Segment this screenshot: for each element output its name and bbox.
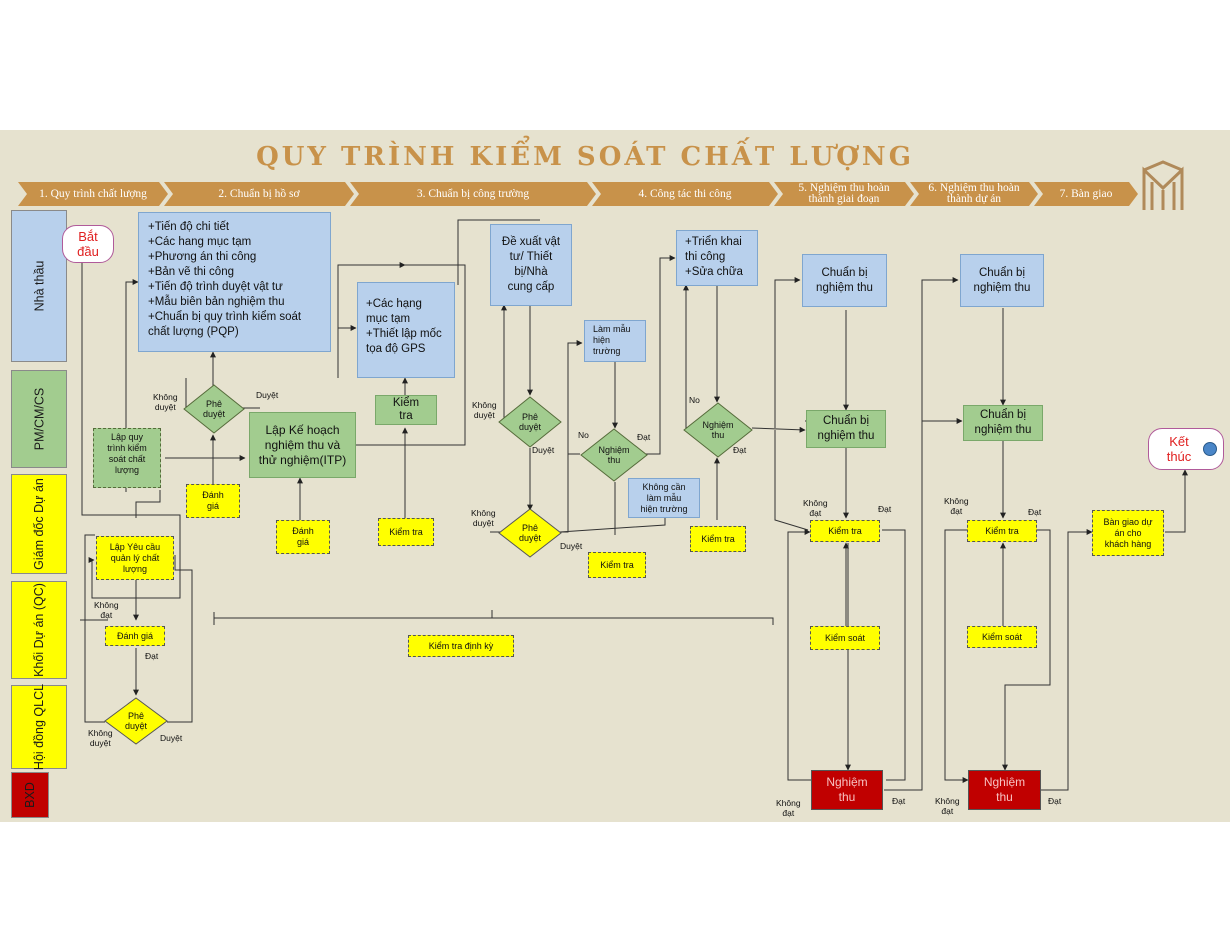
stage-label: 2. Chuẩn bị hồ sơ xyxy=(218,187,300,200)
lane-quality-council: Hội đồng QLCL xyxy=(11,683,67,771)
lane-label: BXD xyxy=(22,782,37,808)
label-khong-dat-5a: Không đạt xyxy=(803,498,828,518)
qc-requirement-box: Lập Yêu cầu quản lý chất lượng xyxy=(96,536,174,580)
end-dot-icon xyxy=(1203,442,1217,456)
label-duyet-hd: Duyệt xyxy=(160,733,183,743)
label-dat-qc: Đạt xyxy=(145,651,159,661)
lane-label: Hội đồng QLCL xyxy=(32,683,47,771)
check-box-4: Kiểm tra xyxy=(810,520,880,542)
approval-diamond-2-label: Phê duyệt xyxy=(124,711,148,731)
acceptance-diamond-1-label: Nghiệm thu xyxy=(598,445,630,465)
acceptance-diamond-2 xyxy=(683,402,753,458)
stage-2: 2. Chuẩn bị hồ sơ xyxy=(164,182,354,206)
no-field-sample-box: Không cần làm mẫu hiện trường xyxy=(628,478,700,518)
stage-label: 1. Quy trình chất lượng xyxy=(39,187,147,200)
lane-contractor: Nhà thầu xyxy=(11,210,67,362)
stage-6: 6. Nghiệm thu hoàn thành dự án xyxy=(910,182,1038,206)
qc-procedure-box: Lập quy trình kiểm soát chất lượng xyxy=(93,428,161,488)
label-dat-1: Đạt xyxy=(637,432,651,442)
lane-project-director: Giám đốc Dự án xyxy=(11,474,67,574)
stage-7: 7. Bàn giao xyxy=(1034,182,1138,206)
qc-evaluate-box: Đánh giá xyxy=(105,626,165,646)
start-node: Bắt đầu xyxy=(62,225,114,263)
label-khong-duyet-3: Không duyệt xyxy=(471,508,496,528)
stage-acceptance-prep-box: Chuẩn bị nghiệm thu xyxy=(802,254,887,307)
lane-pm: PM/CM/CS xyxy=(11,370,67,468)
stage-5: 5. Nghiệm thu hoàn thành giai đoạn xyxy=(774,182,914,206)
label-khong-dat-qc: Không đạt xyxy=(94,600,119,620)
lane-label: PM/CM/CS xyxy=(32,387,46,451)
acceptance-red-1: Nghiệm thu xyxy=(811,770,883,810)
label-dat-5a: Đạt xyxy=(878,504,892,514)
label-khong-dat-6a: Không đạt xyxy=(944,496,969,516)
stage-label: 5. Nghiệm thu hoàn thành giai đoạn xyxy=(798,182,890,205)
control-box-2: Kiểm soát xyxy=(967,626,1037,648)
project-acceptance-prep-box: Chuẩn bị nghiệm thu xyxy=(960,254,1044,307)
approval-diamond-1-label: Phê duyệt xyxy=(202,399,226,419)
field-sample-box: Làm mẫu hiện trường xyxy=(584,320,646,362)
acceptance-red-2: Nghiệm thu xyxy=(968,770,1041,810)
approval-diamond-4-label: Phê duyệt xyxy=(518,523,542,543)
acceptance-diamond-1 xyxy=(580,428,648,482)
project-acceptance-prep-green: Chuẩn bị nghiệm thu xyxy=(963,405,1043,441)
label-no-1: No xyxy=(578,430,589,440)
stage-3: 3. Chuẩn bị công trường xyxy=(350,182,596,206)
label-dat-6b: Đạt xyxy=(1048,796,1062,806)
lane-qc: Khối Dự án (QC) xyxy=(11,581,67,679)
stage-acceptance-prep-green: Chuẩn bị nghiệm thu xyxy=(806,410,886,448)
label-duyet-3: Duyệt xyxy=(560,541,583,551)
evaluate-box-2: Đánh giá xyxy=(186,484,240,518)
handover-box: Bàn giao dự án cho khách hàng xyxy=(1092,510,1164,556)
approval-diamond-3 xyxy=(498,396,562,448)
end-label: Kết thúc xyxy=(1166,434,1192,464)
lane-label: Nhà thầu xyxy=(31,260,46,312)
site-check-box: Kiểm tra xyxy=(375,395,437,425)
label-duyet-1: Duyệt xyxy=(256,390,279,400)
label-khong-dat-6b: Không đạt xyxy=(935,796,960,816)
label-khong-duyet-1: Không duyệt xyxy=(153,392,178,412)
check-box-2: Kiểm tra xyxy=(588,552,646,578)
lane-label: Giám đốc Dự án xyxy=(32,478,46,570)
approval-diamond-1 xyxy=(183,384,245,434)
company-logo-icon xyxy=(1142,160,1184,210)
check-box-5: Kiểm tra xyxy=(967,520,1037,542)
stage-label: 7. Bàn giao xyxy=(1059,187,1113,200)
approval-diamond-3-label: Phê duyệt xyxy=(518,412,542,432)
stage-label: 6. Nghiệm thu hoàn thành dự án xyxy=(928,182,1020,205)
document-prep-box: +Tiến độ chi tiết +Các hang mục tạm +Phư… xyxy=(138,212,331,352)
approval-diamond-4 xyxy=(498,508,562,558)
label-khong-dat-5b: Không đạt xyxy=(776,798,801,818)
check-box-1: Kiểm tra xyxy=(378,518,434,546)
itp-plan-box: Lập Kế hoạch nghiệm thu và thử nghiệm(IT… xyxy=(249,412,356,478)
material-proposal-box: Đề xuất vật tư/ Thiết bị/Nhà cung cấp xyxy=(490,224,572,306)
acceptance-diamond-2-label: Nghiệm thu xyxy=(702,420,734,440)
stage-label: 4. Công tác thi công xyxy=(638,187,732,200)
stage-4: 4. Công tác thi công xyxy=(592,182,778,206)
label-dat-2: Đạt xyxy=(733,445,747,455)
label-no-2: No xyxy=(689,395,700,405)
label-duyet-2: Duyệt xyxy=(532,445,555,455)
lane-bxd: BXD xyxy=(11,772,49,818)
site-temp-items-box: +Các hạng mục tạm +Thiết lập mốc tọa độ … xyxy=(357,282,455,378)
lane-label: Khối Dự án (QC) xyxy=(32,583,46,677)
construction-box: +Triển khai thi công +Sửa chữa xyxy=(676,230,758,286)
label-dat-6a: Đạt xyxy=(1028,507,1042,517)
label-dat-5b: Đạt xyxy=(892,796,906,806)
diagram-title: QUY TRÌNH KIỂM SOÁT CHẤT LƯỢNG xyxy=(256,142,914,172)
flowchart: QUY TRÌNH KIỂM SOÁT CHẤT LƯỢNG 1. Quy tr… xyxy=(0,130,1230,822)
evaluate-box-3: Đánh giá xyxy=(276,520,330,554)
periodic-check-box: Kiểm tra định kỳ xyxy=(408,635,514,657)
label-khong-duyet-2: Không duyệt xyxy=(472,400,497,420)
check-box-3: Kiểm tra xyxy=(690,526,746,552)
control-box-1: Kiểm soát xyxy=(810,626,880,650)
stage-1: 1. Quy trình chất lượng xyxy=(18,182,168,206)
approval-diamond-2 xyxy=(104,697,168,745)
label-khong-duyet-hd: Không duyệt xyxy=(88,728,113,748)
stage-label: 3. Chuẩn bị công trường xyxy=(416,187,530,200)
end-node: Kết thúc xyxy=(1148,428,1224,470)
